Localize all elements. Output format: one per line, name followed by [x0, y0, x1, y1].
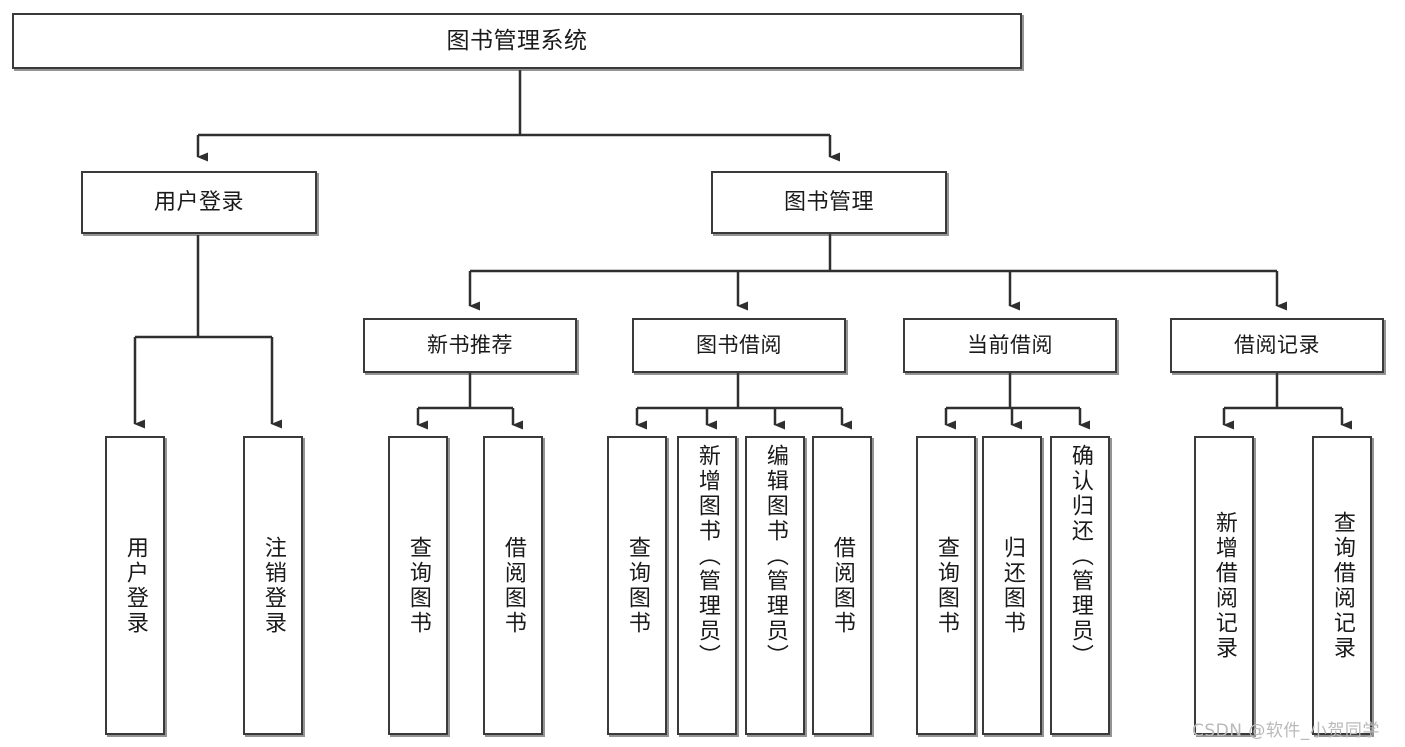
node-label: 查询借阅记录 [1329, 510, 1355, 661]
node-label: 新书推荐 [427, 333, 513, 357]
node-label: 用户登录 [153, 189, 244, 215]
node-root[interactable]: 图书管理系统 [12, 13, 1022, 69]
leaf-user-login[interactable]: 用户登录 [105, 436, 165, 735]
leaf-borrow-add-book[interactable]: 新增图书（管理员） [677, 436, 737, 735]
node-label: 当前借阅 [967, 333, 1053, 357]
leaf-current-return-book[interactable]: 归还图书 [982, 436, 1042, 735]
node-label: 查询图书 [405, 535, 431, 636]
leaf-recommend-query-book[interactable]: 查询图书 [388, 436, 448, 735]
node-current-borrow[interactable]: 当前借阅 [903, 318, 1117, 373]
node-label: 图书借阅 [696, 333, 782, 357]
node-label: 新增图书（管理员） [694, 444, 720, 669]
node-book-manage[interactable]: 图书管理 [711, 171, 947, 234]
node-label: 借阅记录 [1234, 333, 1320, 357]
csdn-watermark: CSDN @软件_小贺同学 [1192, 721, 1380, 741]
node-label: 图书管理 [783, 189, 874, 215]
leaf-recommend-borrow-book[interactable]: 借阅图书 [483, 436, 543, 735]
node-user-login[interactable]: 用户登录 [81, 171, 317, 234]
leaf-borrow-borrow-book[interactable]: 借阅图书 [812, 436, 872, 735]
leaf-record-add-record[interactable]: 新增借阅记录 [1194, 436, 1254, 735]
leaf-borrow-edit-book[interactable]: 编辑图书（管理员） [745, 436, 805, 735]
node-book-borrow[interactable]: 图书借阅 [632, 318, 846, 373]
node-label: 借阅图书 [829, 535, 855, 636]
node-label: 归还图书 [999, 535, 1025, 636]
node-label: 借阅图书 [500, 535, 526, 636]
node-borrow-record[interactable]: 借阅记录 [1170, 318, 1384, 373]
node-label: 图书管理系统 [446, 27, 588, 54]
node-label: 用户登录 [122, 535, 148, 636]
leaf-logout-login[interactable]: 注销登录 [243, 436, 303, 735]
node-label: 查询图书 [933, 535, 959, 636]
node-label: 确认归还（管理员） [1067, 444, 1093, 669]
node-label: 新增借阅记录 [1211, 510, 1237, 661]
leaf-current-query-book[interactable]: 查询图书 [916, 436, 976, 735]
node-label: 注销登录 [260, 535, 286, 636]
node-label: 编辑图书（管理员） [762, 444, 788, 669]
leaf-current-confirm-return[interactable]: 确认归还（管理员） [1050, 436, 1110, 735]
leaf-record-query-record[interactable]: 查询借阅记录 [1312, 436, 1372, 735]
leaf-borrow-query-book[interactable]: 查询图书 [607, 436, 667, 735]
node-new-book-recommend[interactable]: 新书推荐 [363, 318, 577, 373]
node-label: 查询图书 [624, 535, 650, 636]
